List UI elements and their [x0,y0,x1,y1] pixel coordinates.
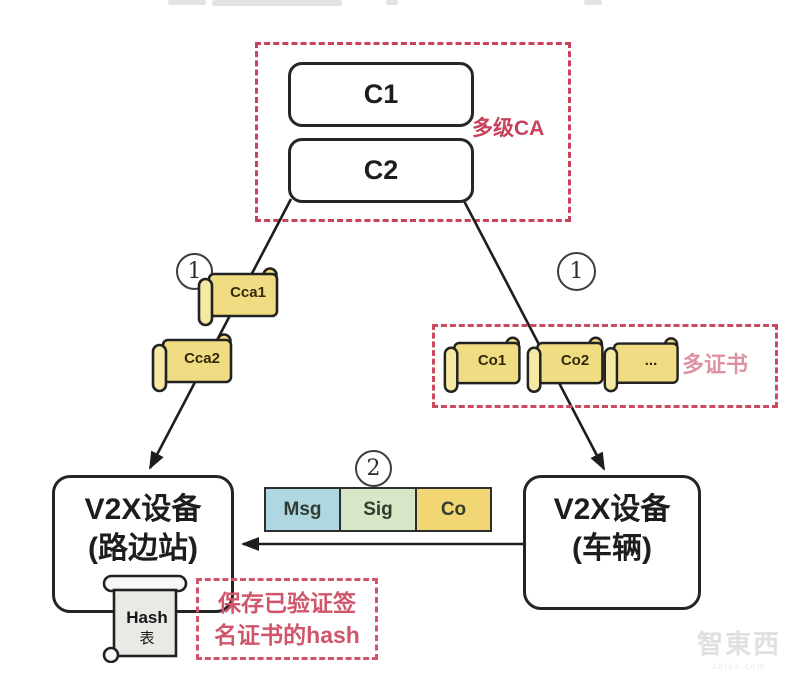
certificate-scroll-co1: Co1 [442,334,528,396]
segment-msg-label: Msg [283,498,322,520]
certificate-label: ... [644,351,658,369]
device-roadside-subtitle: (路边站) [88,532,198,565]
certificate-label: Co1 [477,351,507,369]
scroll-icon [151,333,233,393]
scroll-icon [526,336,604,393]
scroll-icon [102,574,188,663]
scroll-icon [603,337,679,393]
device-vehicle-box: V2X设备 (车辆) [523,475,701,610]
step-number: 1 [569,259,584,284]
multi-level-ca-group-box [255,42,571,222]
ca-node-c1-label: C1 [363,79,399,109]
device-vehicle-subtitle: (车辆) [572,532,652,565]
watermark-logo: 智東西 [696,629,781,659]
ca-node-c1: C1 [288,62,474,127]
multi-certificate-group-box [432,324,778,408]
hash-label: Hash [126,608,168,627]
cropped-artifact [168,0,206,5]
hash-table-text: Hash 表 [114,599,180,657]
certificate-scroll-co2: Co2 [525,334,611,396]
ca-node-c2: C2 [288,138,474,203]
arrow-ca-to-vehicle [461,198,606,471]
cropped-artifact [386,0,398,5]
device-vehicle-title: V2X设备 [553,493,671,526]
certificate-label: Cca1 [230,283,266,301]
cropped-artifact [584,0,602,5]
certificate-scroll-cca2: Cca2 [150,331,240,395]
multi-certificate-label: 多证书 [682,352,749,377]
step-1-right-badge: 1 [557,252,596,291]
scroll-icon [197,267,279,327]
message-structure-bar: Msg Sig Co [264,487,492,532]
segment-sig-label: Sig [363,498,393,520]
certificate-label: Co2 [560,351,590,369]
segment-co: Co [416,489,491,530]
scroll-icon [443,336,521,393]
ca-node-c2-label: C2 [363,155,399,185]
hash-table-scroll: Hash 表 [100,571,190,663]
hash-note-box: 保存已验证签 名证书的hash [196,578,378,660]
step-number: 1 [187,259,202,284]
multi-level-ca-label: 多级CA [472,117,545,140]
certificate-scroll-cca1: Cca1 [196,265,286,329]
arrow-ca-to-roadside [148,198,293,470]
certificate-label: Cca2 [184,349,220,367]
cropped-artifact [212,0,342,6]
step-number: 2 [366,456,381,481]
device-roadside-title: V2X设备 [84,493,202,526]
hash-note-line1: 保存已验证签 [218,590,356,616]
watermark: 智東西 zhidx.com [686,624,792,671]
hash-note-line2: 名证书的hash [214,622,360,648]
certificate-scroll-more: ... [602,334,686,396]
step-2-badge: 2 [355,450,392,487]
segment-sig: Sig [341,489,415,530]
watermark-url: zhidx.com [711,662,766,671]
hash-label-cn: 表 [139,630,155,647]
segment-msg: Msg [266,489,340,530]
segment-co-label: Co [440,498,467,520]
